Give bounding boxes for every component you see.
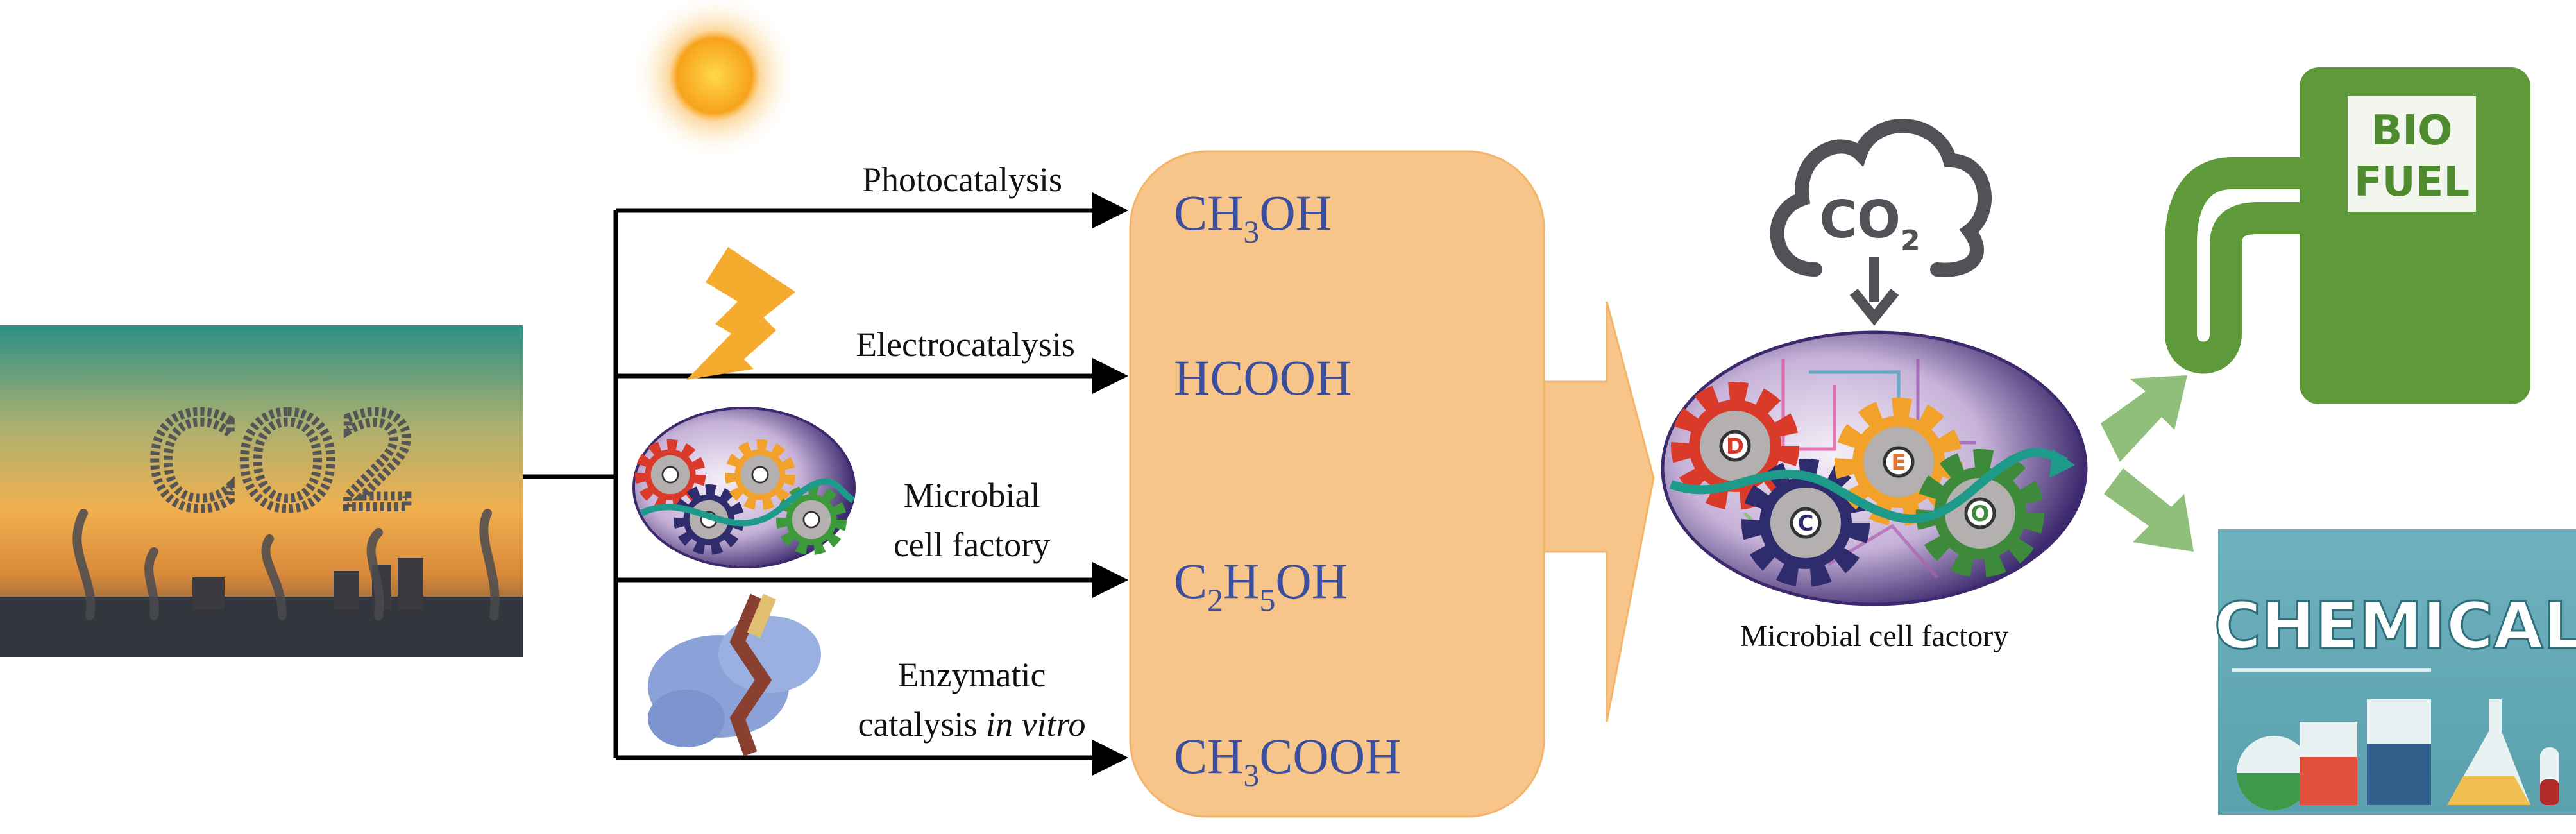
- enzyme-structure-icon: [648, 593, 821, 756]
- big-orange-arrow: [1543, 301, 1655, 722]
- gear-label-o: O: [1971, 501, 1990, 527]
- chemical-text: CHEMICAL: [2214, 588, 2576, 663]
- product-formic-acid: HCOOH: [1174, 350, 1352, 405]
- sun-icon: [631, 0, 798, 159]
- chemical-image: CHEMICAL: [2213, 529, 2576, 815]
- route-label-microbial-line1: Microbial: [904, 476, 1040, 515]
- co2-emission-photo: CO2: [0, 325, 523, 657]
- green-arrow-to-chemical: [2104, 468, 2194, 552]
- lightning-icon: [686, 247, 795, 380]
- gear-label-e: E: [1891, 450, 1906, 475]
- route-label-photocatalysis: Photocatalysis: [862, 160, 1062, 199]
- cell-factory-caption: Microbial cell factory: [1740, 619, 2008, 653]
- green-arrow-to-biofuel: [2101, 375, 2187, 462]
- product-methanol: CH3OH: [1174, 185, 1332, 250]
- gear-label-c: C: [1798, 511, 1814, 536]
- product-ethanol: C2H5OH: [1174, 553, 1348, 618]
- microbial-cell-factory-illustration: D E C O: [1661, 330, 2088, 606]
- route-label-enzymatic-line2: catalysis in vitro: [858, 705, 1086, 744]
- route-label-electrocatalysis: Electrocatalysis: [856, 325, 1075, 364]
- product-acetic-acid: CH3COOH: [1174, 728, 1401, 793]
- cloud-co2-label: CO2: [1819, 190, 1920, 257]
- products-box: [1129, 150, 1545, 818]
- route-label-microbial-line2: cell factory: [894, 525, 1050, 564]
- small-cell-factory-icon: [632, 407, 856, 568]
- co2-cloud-icon: CO2: [1770, 119, 1992, 326]
- biofuel-text-line1: BIO: [2371, 107, 2453, 155]
- co2-smoke-text: CO2: [148, 388, 419, 538]
- gear-label-d: D: [1726, 434, 1744, 459]
- biofuel-text-line2: FUEL: [2354, 158, 2470, 206]
- route-label-enzymatic-line1: Enzymatic: [898, 656, 1046, 694]
- biofuel-pump-image: BIO FUEL: [2165, 67, 2530, 404]
